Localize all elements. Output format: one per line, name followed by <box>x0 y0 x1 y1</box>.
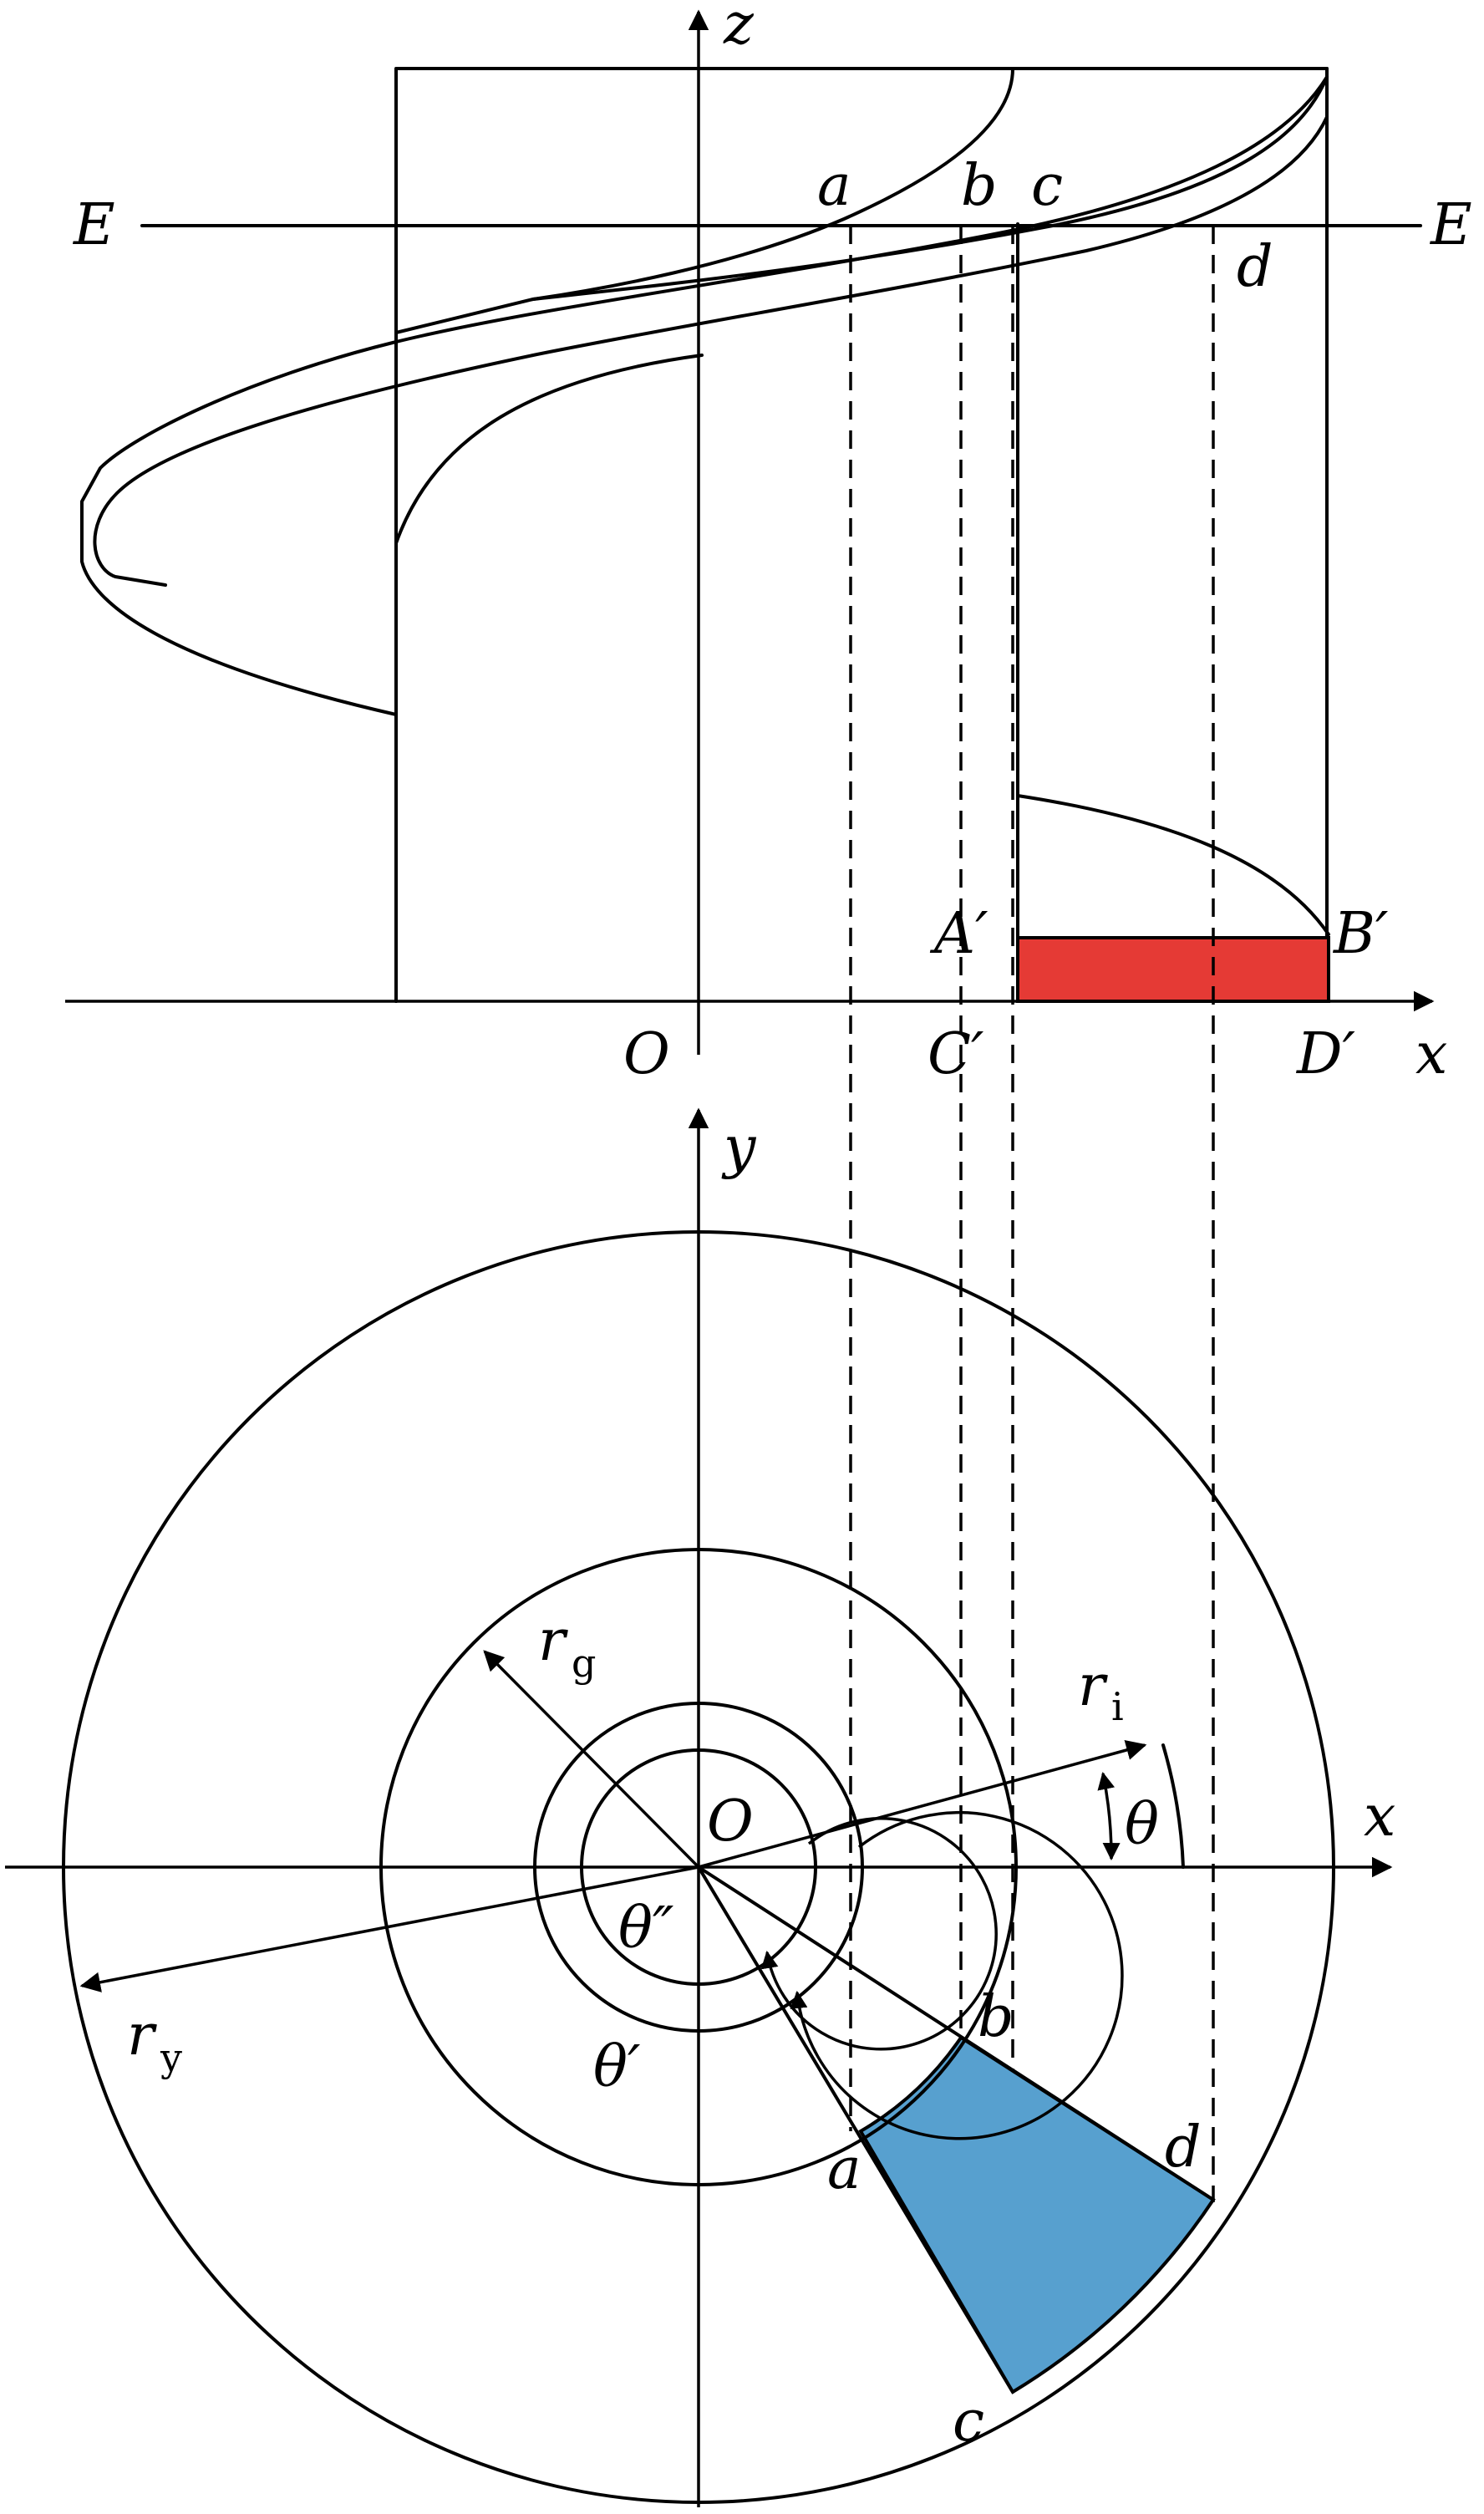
point-c-label-top: c <box>1031 153 1063 219</box>
point-c-label-bottom: c <box>953 2389 984 2455</box>
point-d-label-bottom: d <box>1165 2115 1202 2181</box>
point-b-label-bottom: b <box>978 1984 1014 2050</box>
ri-label: r <box>1078 1653 1108 1719</box>
rg-label: r <box>538 1608 568 1674</box>
plane-label-left: E <box>72 192 115 258</box>
helix-outer-left <box>80 75 1329 716</box>
point-b-prime-label: B′ <box>1332 901 1389 967</box>
helix-front-edge <box>531 75 1329 301</box>
z-axis-label: z <box>723 0 755 58</box>
ray-to-b <box>697 1865 1215 2201</box>
theta-double-prime-arc <box>760 1817 998 2051</box>
point-d-prime-label: D′ <box>1295 1021 1356 1087</box>
plan-view: y x O r g r i r y θ θ″ θ′ a b c d <box>5 1107 1395 2507</box>
helix-upper-curve <box>394 67 1014 363</box>
theta-prime-arc <box>790 1811 1124 2140</box>
theta-arc-outer <box>1161 1743 1185 1869</box>
point-d-label-top: d <box>1237 234 1273 300</box>
lower-blade-curve <box>1016 794 1330 936</box>
red-region <box>1016 936 1330 1003</box>
shaft-outline <box>394 67 1329 1003</box>
theta-prime-label: θ′ <box>593 2034 641 2100</box>
y-axis-label: y <box>721 1115 757 1181</box>
point-a-label-bottom: a <box>827 2136 861 2202</box>
point-a-label-top: a <box>817 153 851 219</box>
ry-arrow <box>79 1865 699 1992</box>
ry-label: r <box>127 2003 157 2069</box>
theta-label: θ <box>1125 1792 1159 1858</box>
helix-inner-left <box>394 354 704 1003</box>
origin-label-top: O <box>623 1021 670 1087</box>
theta-arc-arrow <box>1097 1771 1121 1861</box>
ray-to-c <box>697 1865 1014 2394</box>
point-a-prime-label: A′ <box>929 901 988 967</box>
rg-subscript: g <box>572 1641 596 1686</box>
elevation-view: z E E a b c d A′ B′ C′ D′ O x <box>65 0 1472 2390</box>
ry-subscript: y <box>160 2035 182 2080</box>
x-axis-label-bottom: x <box>1364 1784 1395 1850</box>
ri-arrow <box>698 1739 1147 1869</box>
origin-label-bottom: O <box>707 1789 754 1855</box>
point-c-prime-label: C′ <box>928 1021 984 1087</box>
helix-lower-curve <box>93 115 1329 587</box>
blue-region <box>858 2035 1216 2394</box>
x-axis-label-top: x <box>1415 1021 1447 1087</box>
plane-label-right: E <box>1429 192 1472 258</box>
ri-subscript: i <box>1111 1684 1124 1729</box>
theta-double-prime-label: θ″ <box>618 1896 673 1962</box>
rg-arrow <box>483 1650 700 1869</box>
point-b-label-top: b <box>961 153 998 219</box>
